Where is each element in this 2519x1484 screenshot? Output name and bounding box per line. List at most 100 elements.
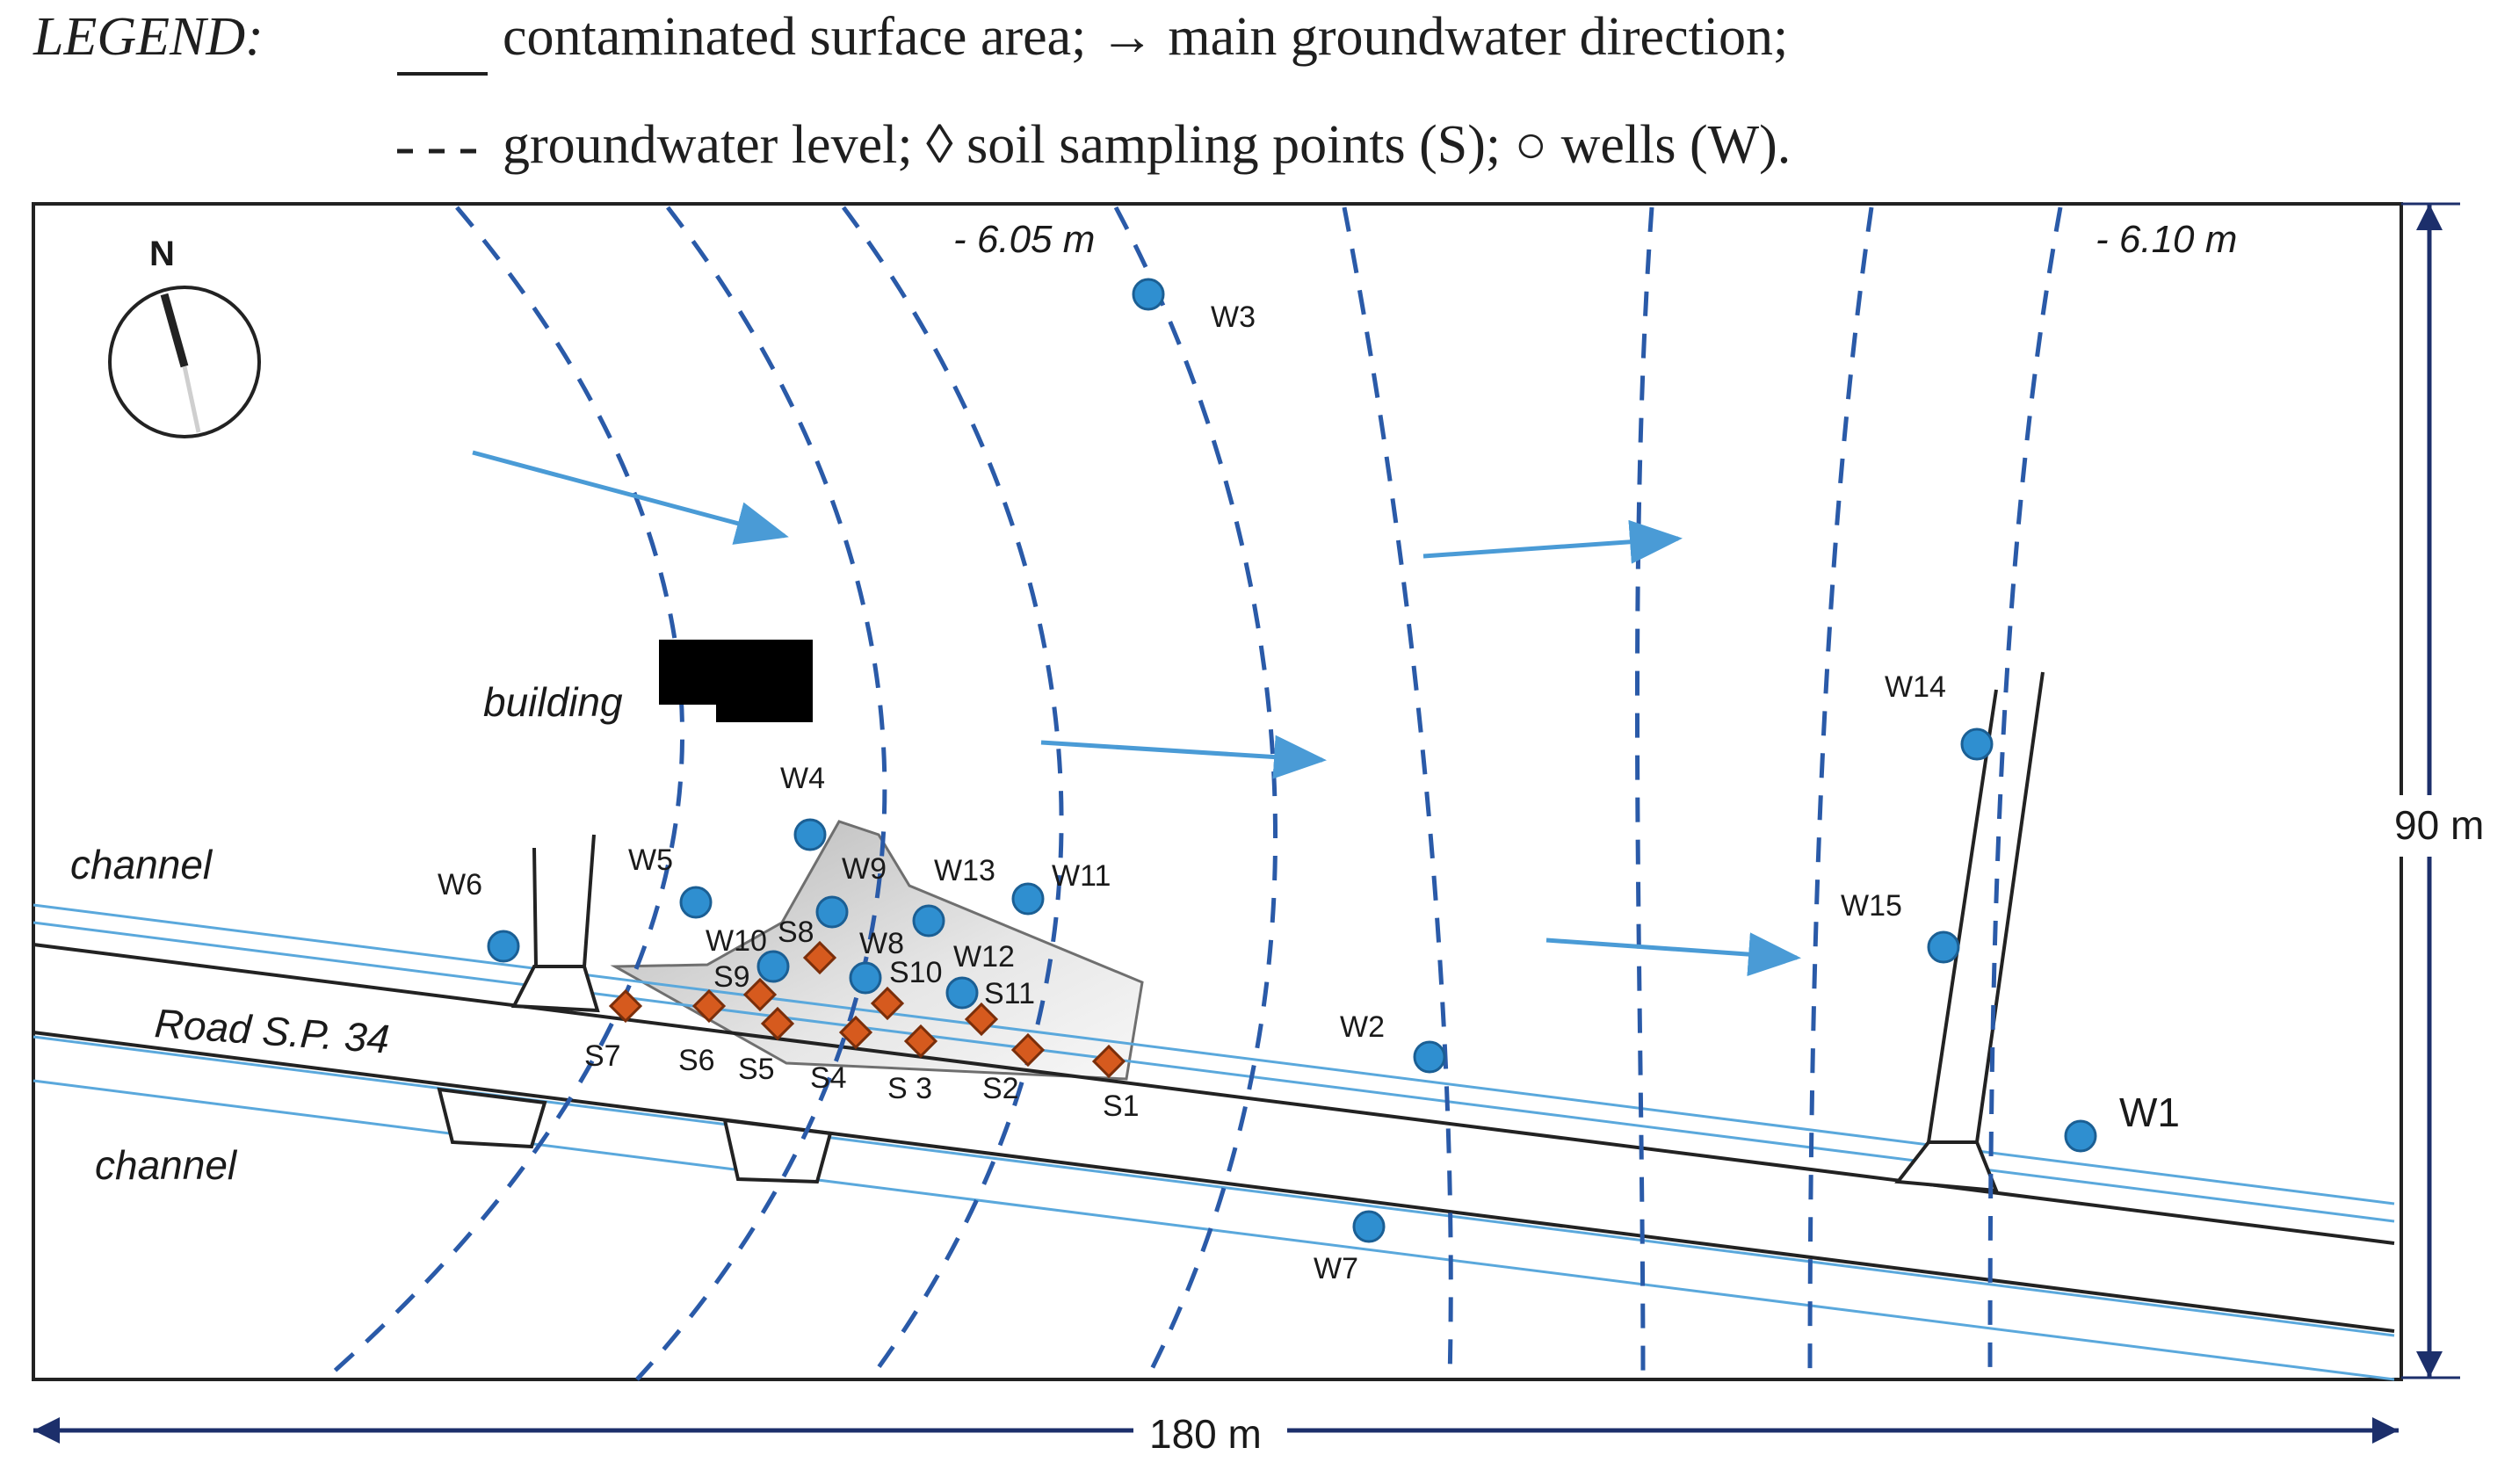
width-dimension-label: 180 m xyxy=(1149,1411,1262,1457)
channels xyxy=(33,903,2395,1381)
well-label: W4 xyxy=(780,762,825,795)
height-arrow-bottom xyxy=(2416,1351,2443,1378)
culvert-left-box xyxy=(510,965,600,1013)
well-W5-marker xyxy=(679,886,713,919)
contour-3 xyxy=(841,206,1064,1381)
well-label: W7 xyxy=(1314,1252,1358,1285)
well-W6-marker xyxy=(487,930,520,963)
sample-label: S10 xyxy=(889,956,943,989)
legend-line-2: groundwater level; ◊ soil sampling point… xyxy=(503,115,1791,175)
well-label: W2 xyxy=(1340,1010,1385,1044)
well-label: W15 xyxy=(1841,889,1902,923)
road xyxy=(33,943,2395,1333)
well-W12-marker xyxy=(945,976,979,1010)
flow-arrow-4 xyxy=(1545,932,1801,977)
compass-needle-south xyxy=(182,366,201,433)
sample-label: S7 xyxy=(584,1039,621,1073)
contour-label-left: - 6.05 m xyxy=(953,218,1095,261)
sample-S2-marker xyxy=(1010,1032,1046,1068)
well-label: W6 xyxy=(438,868,482,901)
sample-S11-marker xyxy=(964,1002,999,1037)
legend: LEGEND: contaminated surface area; → mai… xyxy=(33,7,1791,175)
well-label: W12 xyxy=(953,940,1015,974)
well-W1-marker xyxy=(2064,1119,2097,1153)
sample-S10-marker xyxy=(870,986,905,1021)
culverts xyxy=(437,671,2045,1193)
well-label: W5 xyxy=(628,843,673,877)
contour-2 xyxy=(635,206,887,1381)
well-W2-marker xyxy=(1413,1040,1446,1074)
well-W7-marker xyxy=(1352,1210,1386,1243)
sample-label: S6 xyxy=(678,1044,715,1077)
well-W10-marker xyxy=(756,950,790,983)
road-edge-top xyxy=(33,943,2395,1245)
flow-arrow-2 xyxy=(1422,519,1683,564)
sample-label: S4 xyxy=(810,1061,847,1095)
well-W11-marker xyxy=(1011,882,1045,916)
culvert-right-box xyxy=(1894,1140,2000,1193)
culvert-lower-1 xyxy=(437,1087,547,1149)
well-label: W14 xyxy=(1885,670,1946,704)
height-arrow-top xyxy=(2416,204,2443,230)
sample-label: S11 xyxy=(984,977,1035,1010)
well-W3-marker xyxy=(1132,278,1165,311)
well-label: W8 xyxy=(859,927,904,960)
sample-label: S2 xyxy=(982,1072,1019,1105)
width-arrow-left xyxy=(33,1417,60,1444)
height-dimension-label: 90 m xyxy=(2394,802,2484,848)
well-label: W3 xyxy=(1211,300,1256,334)
width-arrow-right xyxy=(2372,1417,2399,1444)
building-icon xyxy=(659,640,813,722)
well-W9-marker xyxy=(815,895,849,929)
contour-5 xyxy=(1342,206,1453,1380)
sample-S5-marker xyxy=(760,1006,795,1041)
well-W4-marker xyxy=(793,818,827,851)
sample-S6-marker xyxy=(691,988,727,1024)
sample-S3-marker xyxy=(903,1024,938,1059)
flow-arrows xyxy=(472,450,1801,977)
groundwater-contours xyxy=(323,206,2063,1381)
contour-label-right: - 6.10 m xyxy=(2096,218,2237,261)
compass-north-label: N xyxy=(149,235,175,273)
channel-label-top: channel xyxy=(70,842,214,887)
sample-label: S9 xyxy=(713,960,750,994)
well-W15-marker xyxy=(1927,930,1960,964)
building-label: building xyxy=(483,679,623,725)
soil-samples xyxy=(608,940,1126,1079)
well-W8-marker xyxy=(849,961,882,995)
sample-label: S1 xyxy=(1103,1089,1140,1123)
contaminated-area xyxy=(610,820,1144,1081)
building-shape xyxy=(659,640,813,722)
channel-label-bottom: channel xyxy=(95,1142,238,1188)
contour-8 xyxy=(1987,206,2063,1380)
well-W14-marker xyxy=(1960,728,1994,761)
channel-bottom-line-2 xyxy=(33,1079,2395,1381)
flow-arrow-1 xyxy=(472,450,789,545)
well-label: W9 xyxy=(842,852,887,886)
sample-S8-marker xyxy=(802,940,837,975)
well-label: W10 xyxy=(706,924,767,958)
sample-label: S5 xyxy=(738,1053,775,1086)
sample-label: S 3 xyxy=(887,1072,932,1105)
sample-S7-marker xyxy=(608,988,643,1024)
compass-needle-north xyxy=(160,293,189,368)
sample-label: S8 xyxy=(778,916,814,949)
well-label: W11 xyxy=(1052,859,1111,893)
dimension-lines xyxy=(33,202,2460,1444)
compass: N xyxy=(108,235,261,438)
legend-heading: LEGEND: xyxy=(33,7,264,67)
sample-S9-marker xyxy=(742,977,778,1012)
sample-S1-marker xyxy=(1091,1044,1126,1079)
contour-4 xyxy=(1113,206,1278,1381)
well-label: W13 xyxy=(934,854,995,887)
channel-bottom-line-1 xyxy=(33,1035,2395,1337)
culvert-right-post-1 xyxy=(1927,689,1998,1143)
culvert-left-post-2 xyxy=(583,834,596,967)
well-label: W1 xyxy=(2119,1089,2180,1135)
channel-top-line-1 xyxy=(33,903,2395,1205)
well-W13-marker xyxy=(912,904,945,937)
channel-top-line-2 xyxy=(33,921,2395,1223)
road-edge-bottom xyxy=(33,1031,2395,1333)
culvert-right-post-2 xyxy=(1975,671,2045,1143)
